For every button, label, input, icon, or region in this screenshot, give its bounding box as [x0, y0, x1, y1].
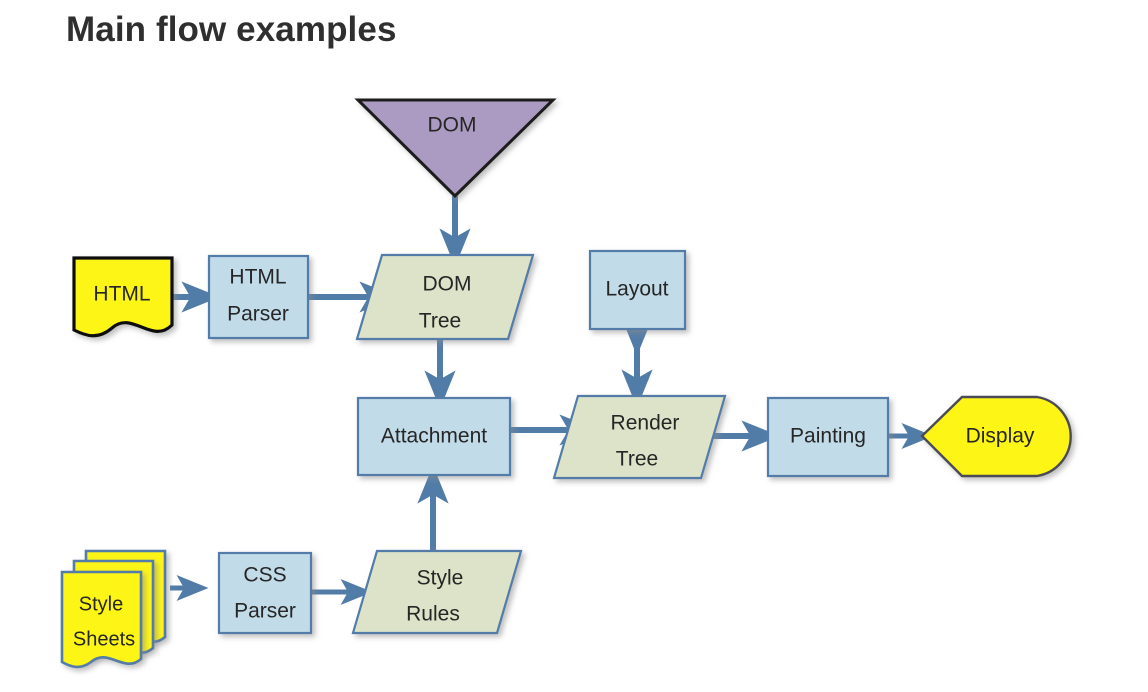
node-attachment[interactable]: Attachment — [356, 396, 512, 477]
node-painting[interactable]: Painting — [766, 396, 890, 478]
node-html[interactable]: HTML — [72, 256, 174, 338]
node-dom-tree-label-line1: DOM — [423, 273, 472, 296]
node-html-label: HTML — [93, 283, 150, 306]
node-style-rules[interactable]: Style Rules — [351, 549, 523, 635]
node-style-rules-label-line1: Style — [417, 567, 464, 590]
node-dom-tree-label-line2: Tree — [419, 310, 461, 333]
node-render-tree-label-line2: Tree — [616, 448, 658, 471]
node-html-parser[interactable]: HTML Parser — [207, 254, 310, 340]
node-style-sheets[interactable]: Style Sheets — [60, 549, 167, 669]
node-display[interactable]: Display — [920, 395, 1072, 478]
node-html-parser-label-line2: Parser — [227, 303, 289, 326]
node-html-parser-label-line1: HTML — [229, 266, 286, 289]
node-painting-label: Painting — [790, 425, 866, 448]
node-layout-label: Layout — [605, 278, 668, 301]
node-dom[interactable]: DOM — [354, 98, 557, 199]
node-style-sheets-label-line2: Sheets — [73, 628, 135, 650]
node-style-rules-label-line2: Rules — [406, 603, 460, 626]
node-attachment-label: Attachment — [381, 425, 487, 448]
node-render-tree[interactable]: Render Tree — [552, 394, 727, 480]
node-render-tree-label-line1: Render — [611, 412, 680, 435]
node-css-parser-label-line1: CSS — [243, 564, 286, 587]
node-dom-label: DOM — [428, 114, 477, 137]
node-css-parser-label-line2: Parser — [234, 600, 296, 623]
node-css-parser[interactable]: CSS Parser — [217, 551, 313, 635]
page-title: Main flow examples — [66, 10, 397, 49]
node-dom-tree[interactable]: DOM Tree — [355, 253, 535, 341]
node-display-label: Display — [966, 425, 1035, 448]
node-layout[interactable]: Layout — [588, 249, 687, 331]
node-style-sheets-label-line1: Style — [79, 593, 123, 615]
